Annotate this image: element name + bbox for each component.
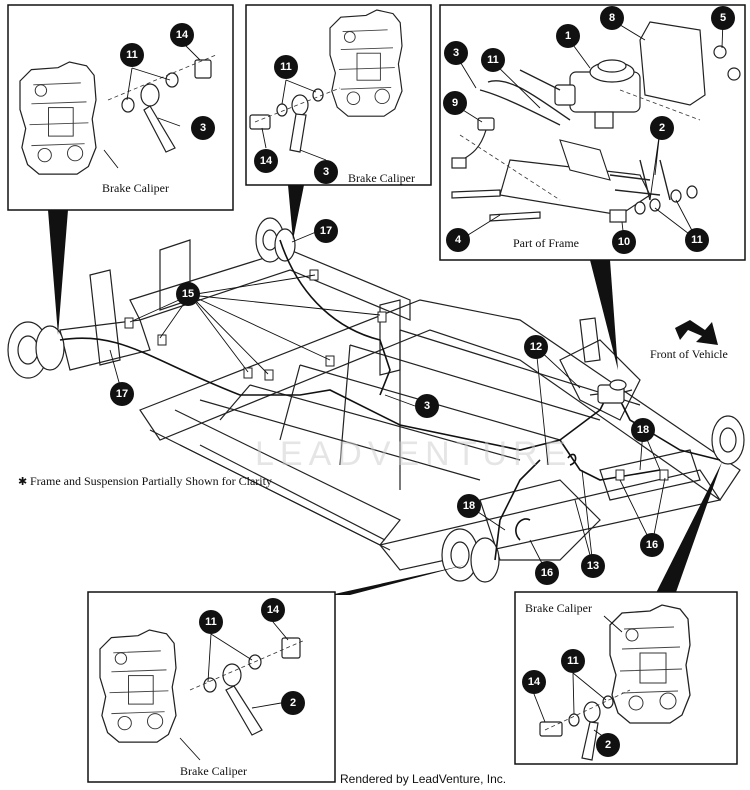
callout-18: 18 bbox=[457, 494, 481, 518]
master-cylinder-main bbox=[589, 379, 633, 404]
callout-17: 17 bbox=[314, 219, 338, 243]
callout-2: 2 bbox=[650, 116, 674, 140]
svg-text:17: 17 bbox=[320, 225, 332, 237]
part-of-frame-label: Part of Frame bbox=[513, 236, 579, 250]
svg-text:10: 10 bbox=[618, 236, 630, 248]
callout-10: 10 bbox=[612, 230, 636, 254]
main-callouts: 17 15 17 3 12 18 18 16 13 16 bbox=[109, 219, 666, 585]
callout-13: 13 bbox=[581, 554, 605, 578]
svg-text:8: 8 bbox=[609, 12, 615, 24]
watermark: LEADVENTURE bbox=[255, 435, 572, 473]
svg-text:14: 14 bbox=[528, 676, 541, 688]
front-of-vehicle-arrow: Front of Vehicle bbox=[650, 320, 728, 361]
inset-bottom-left: Brake Caliper 11 14 2 bbox=[87, 565, 465, 783]
svg-text:16: 16 bbox=[646, 539, 658, 551]
callout-16: 16 bbox=[535, 561, 559, 585]
callout-17: 17 bbox=[110, 382, 134, 406]
callout-3: 3 bbox=[191, 116, 215, 140]
svg-text:2: 2 bbox=[605, 739, 611, 751]
inset-top-left: Brake Caliper 11 14 3 bbox=[7, 4, 234, 335]
svg-text:5: 5 bbox=[720, 12, 726, 24]
callout-11: 11 bbox=[120, 43, 144, 67]
rear-right-hub bbox=[255, 217, 296, 263]
mounting-bracket bbox=[639, 21, 706, 106]
svg-text:4: 4 bbox=[455, 234, 462, 246]
svg-text:11: 11 bbox=[126, 49, 138, 61]
brake-lines bbox=[59, 239, 721, 561]
svg-text:2: 2 bbox=[290, 697, 296, 709]
svg-text:14: 14 bbox=[267, 604, 280, 616]
svg-text:11: 11 bbox=[487, 54, 499, 66]
callout-18: 18 bbox=[631, 418, 655, 442]
callout-3: 3 bbox=[314, 160, 338, 184]
svg-text:3: 3 bbox=[323, 166, 329, 178]
svg-text:11: 11 bbox=[567, 655, 579, 667]
front-right-hub bbox=[711, 415, 745, 465]
callout-15: 15 bbox=[176, 282, 200, 306]
svg-text:16: 16 bbox=[541, 567, 553, 579]
svg-text:14: 14 bbox=[260, 155, 273, 167]
callout-14: 14 bbox=[522, 670, 546, 694]
svg-text:18: 18 bbox=[463, 500, 475, 512]
callout-11: 11 bbox=[199, 610, 223, 634]
svg-text:11: 11 bbox=[205, 616, 217, 628]
callout-4: 4 bbox=[446, 228, 470, 252]
svg-text:18: 18 bbox=[637, 424, 649, 436]
front-of-vehicle-label: Front of Vehicle bbox=[650, 347, 728, 361]
callout-11: 11 bbox=[481, 48, 505, 72]
caliper-label-bottom-right: Brake Caliper bbox=[525, 601, 592, 615]
inset-top-middle: Brake Caliper 11 14 3 bbox=[245, 4, 432, 240]
callout-2: 2 bbox=[596, 733, 620, 757]
brake-switch bbox=[451, 117, 495, 169]
callout-14: 14 bbox=[254, 149, 278, 173]
svg-text:14: 14 bbox=[176, 29, 189, 41]
callout-14: 14 bbox=[170, 23, 194, 47]
svg-text:11: 11 bbox=[280, 61, 292, 73]
callout-9: 9 bbox=[443, 91, 467, 115]
vehicle-frame bbox=[59, 239, 741, 571]
callout-3: 3 bbox=[444, 41, 468, 65]
caliper-label-bottom-left: Brake Caliper bbox=[180, 764, 247, 778]
callout-12: 12 bbox=[524, 335, 548, 359]
svg-text:9: 9 bbox=[452, 97, 458, 109]
note-marker: ✱ bbox=[18, 476, 27, 488]
caliper-label-top-middle: Brake Caliper bbox=[348, 171, 415, 185]
callout-5: 5 bbox=[711, 6, 735, 30]
front-left-hub bbox=[441, 528, 500, 583]
svg-text:1: 1 bbox=[565, 30, 571, 42]
svg-text:3: 3 bbox=[453, 47, 459, 59]
rear-left-hub bbox=[7, 321, 65, 379]
bolts bbox=[451, 45, 741, 223]
inset-top-right: Part of Frame 1 8 5 3 11 9 2 4 10 11 bbox=[439, 4, 746, 370]
svg-text:3: 3 bbox=[424, 400, 430, 412]
callout-16: 16 bbox=[640, 533, 664, 557]
banjo-fitting bbox=[203, 637, 301, 736]
svg-text:12: 12 bbox=[530, 341, 542, 353]
callout-11: 11 bbox=[274, 55, 298, 79]
callout-11: 11 bbox=[561, 649, 585, 673]
footer-credit: Rendered by LeadVenture, Inc. bbox=[340, 772, 507, 786]
caliper-label-top-left: Brake Caliper bbox=[102, 181, 169, 195]
svg-text:15: 15 bbox=[182, 288, 194, 300]
banjo-fitting bbox=[121, 59, 212, 153]
callout-8: 8 bbox=[600, 6, 624, 30]
clarity-note: ✱ Frame and Suspension Partially Shown f… bbox=[18, 474, 272, 488]
svg-text:11: 11 bbox=[691, 234, 703, 246]
svg-text:17: 17 bbox=[116, 388, 128, 400]
master-cylinder bbox=[554, 59, 641, 129]
svg-text:3: 3 bbox=[200, 122, 206, 134]
callout-2: 2 bbox=[281, 691, 305, 715]
svg-text:2: 2 bbox=[659, 122, 665, 134]
callout-11: 11 bbox=[685, 228, 709, 252]
callout-1: 1 bbox=[556, 24, 580, 48]
callout-14: 14 bbox=[261, 598, 285, 622]
svg-text:13: 13 bbox=[587, 560, 599, 572]
inset-bottom-right: Brake Caliper 14 11 2 bbox=[514, 462, 738, 765]
note-text: Frame and Suspension Partially Shown for… bbox=[30, 474, 272, 488]
callout-3: 3 bbox=[415, 394, 439, 418]
